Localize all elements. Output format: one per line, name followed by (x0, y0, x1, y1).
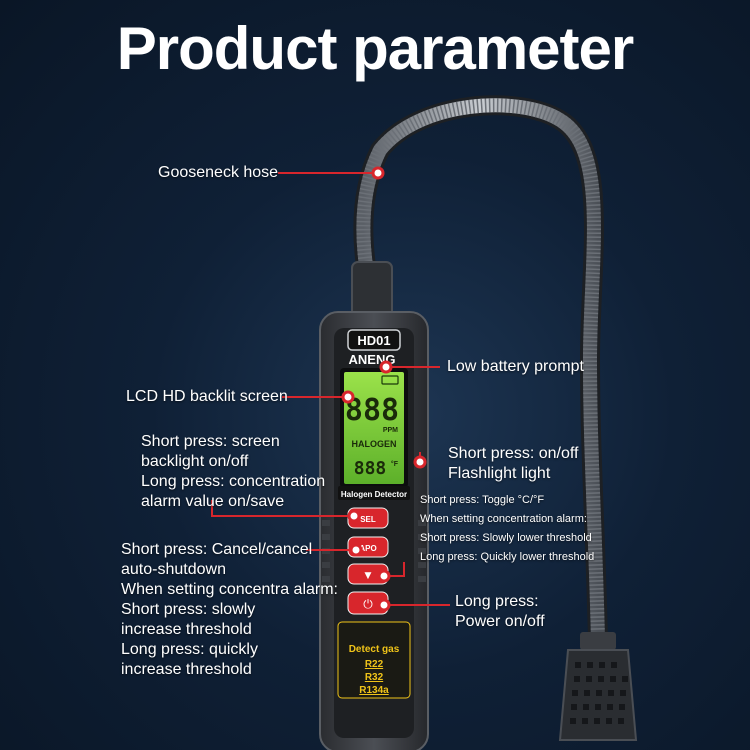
low-battery-label: Low battery prompt (447, 358, 584, 375)
svg-text:SEL: SEL (360, 515, 376, 524)
page-title: Product parameter (116, 15, 635, 82)
svg-text:⏻: ⏻ (363, 597, 373, 611)
apo-button-description: Short press: Cancel/cancel auto-shutdown… (121, 541, 338, 678)
gas-item: R32 (365, 672, 384, 683)
callout-dots (341, 166, 427, 612)
flashlight-description: Short press: on/off Flashlight light (448, 445, 579, 482)
model-text: HD01 (357, 333, 390, 348)
down-button-description: Short press: Toggle °C/°F When setting c… (420, 494, 595, 563)
model-badge (347, 329, 401, 351)
down-button[interactable]: ▼ (347, 563, 389, 585)
detect-gas-panel: Detect gas R22 R32 R134a (337, 621, 411, 699)
device-label: Halogen Detector (341, 490, 407, 499)
lcd-small-digits: 888 (354, 458, 387, 479)
gas-item: R22 (365, 659, 384, 670)
sensor-probe (558, 632, 638, 741)
device-label-bg (338, 486, 410, 500)
svg-text:▼: ▼ (365, 571, 372, 581)
gas-item: R134a (359, 685, 389, 696)
power-button-description: Long press: Power on/off (455, 593, 545, 630)
lcd-unit: PPM (383, 427, 398, 434)
lcd-mode: HALOGEN (352, 439, 397, 449)
svg-text:APO: APO (359, 544, 376, 553)
battery-icon (381, 375, 399, 385)
gooseneck-label: Gooseneck hose (158, 164, 279, 181)
detect-gas-title: Detect gas (349, 644, 400, 655)
lcd-temp-unit: °F (391, 460, 399, 468)
callout-lines (211, 172, 450, 606)
sel-button-description: Short press: screen backlight on/off Lon… (141, 433, 326, 510)
lcd-label: LCD HD backlit screen (126, 388, 288, 405)
lcd-screen: 888 PPM HALOGEN 888 °F (340, 368, 408, 488)
